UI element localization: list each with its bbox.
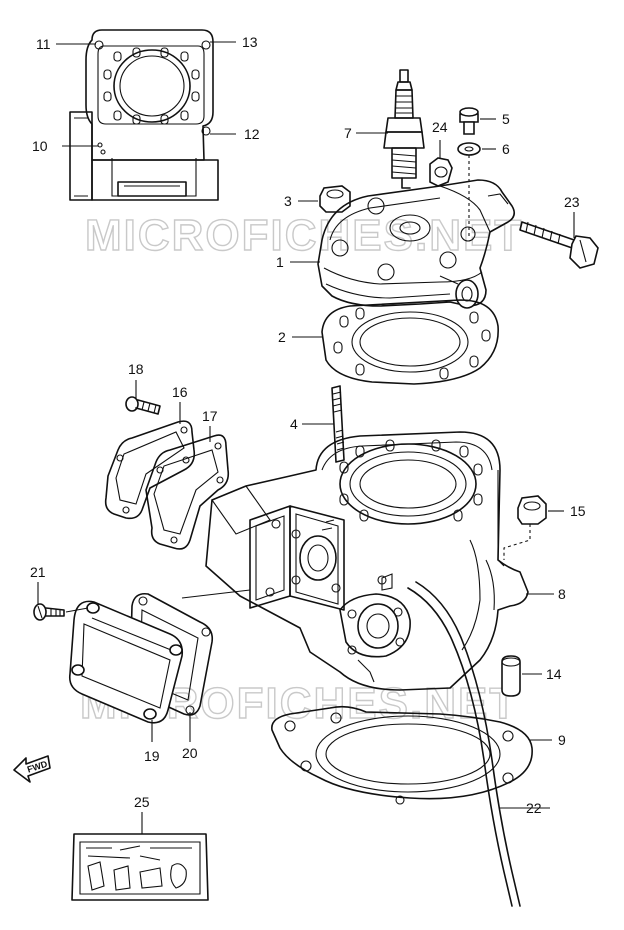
collar-14: [501, 655, 521, 697]
stud-bolt-4: [331, 385, 345, 463]
cylinder-head: [317, 179, 516, 309]
callout-8: 8: [558, 586, 566, 602]
callout-10: 10: [32, 138, 48, 154]
callout-9: 9: [558, 732, 566, 748]
bolt-5: [459, 107, 479, 135]
callout-18: 18: [128, 361, 144, 377]
callout-12: 12: [244, 126, 260, 142]
callout-15: 15: [570, 503, 586, 519]
callout-5: 5: [502, 111, 510, 127]
reed-gasket-17: [145, 434, 230, 550]
hose-22: [407, 581, 521, 907]
nut-15: [503, 495, 547, 560]
cylinder-top-view: [69, 29, 219, 201]
head-gasket: [321, 299, 499, 385]
watermark-top: MICROFICHES.NET: [85, 211, 523, 260]
callout-17: 17: [202, 408, 218, 424]
callout-14: 14: [546, 666, 562, 682]
callout-20: 20: [182, 745, 198, 761]
screw-21: [33, 603, 65, 621]
callout-4: 4: [290, 416, 298, 432]
bolt-18: [125, 396, 161, 415]
callout-24: 24: [432, 119, 448, 135]
callout-13: 13: [242, 34, 258, 50]
bolt-23: [519, 221, 599, 269]
callout-23: 23: [564, 194, 580, 210]
callout-3: 3: [284, 193, 292, 209]
callout-16: 16: [172, 384, 188, 400]
reed-gasket-16: [104, 420, 196, 520]
fwd-arrow-icon: FWD: [13, 755, 51, 783]
callouts: 11 13 10 12 7 24 5 6 3 23 1 2 18 16 17 4…: [30, 34, 586, 816]
callout-2: 2: [278, 329, 286, 345]
washer-6: [457, 142, 481, 156]
callout-21: 21: [30, 564, 46, 580]
nut-3: [319, 185, 351, 213]
leader-lines: [37, 41, 575, 834]
nut-24: [429, 157, 453, 187]
callout-25: 25: [134, 794, 150, 810]
spark-plug: [383, 69, 425, 189]
callout-11: 11: [36, 36, 51, 52]
callout-6: 6: [502, 141, 510, 157]
reed-cover-19: [68, 600, 184, 724]
warning-label-25: [71, 833, 209, 901]
callout-19: 19: [144, 748, 160, 764]
base-gasket: [271, 705, 533, 805]
cylinder-body: [205, 431, 529, 691]
callout-7: 7: [344, 125, 352, 141]
callout-22: 22: [526, 800, 542, 816]
callout-1: 1: [276, 254, 284, 270]
